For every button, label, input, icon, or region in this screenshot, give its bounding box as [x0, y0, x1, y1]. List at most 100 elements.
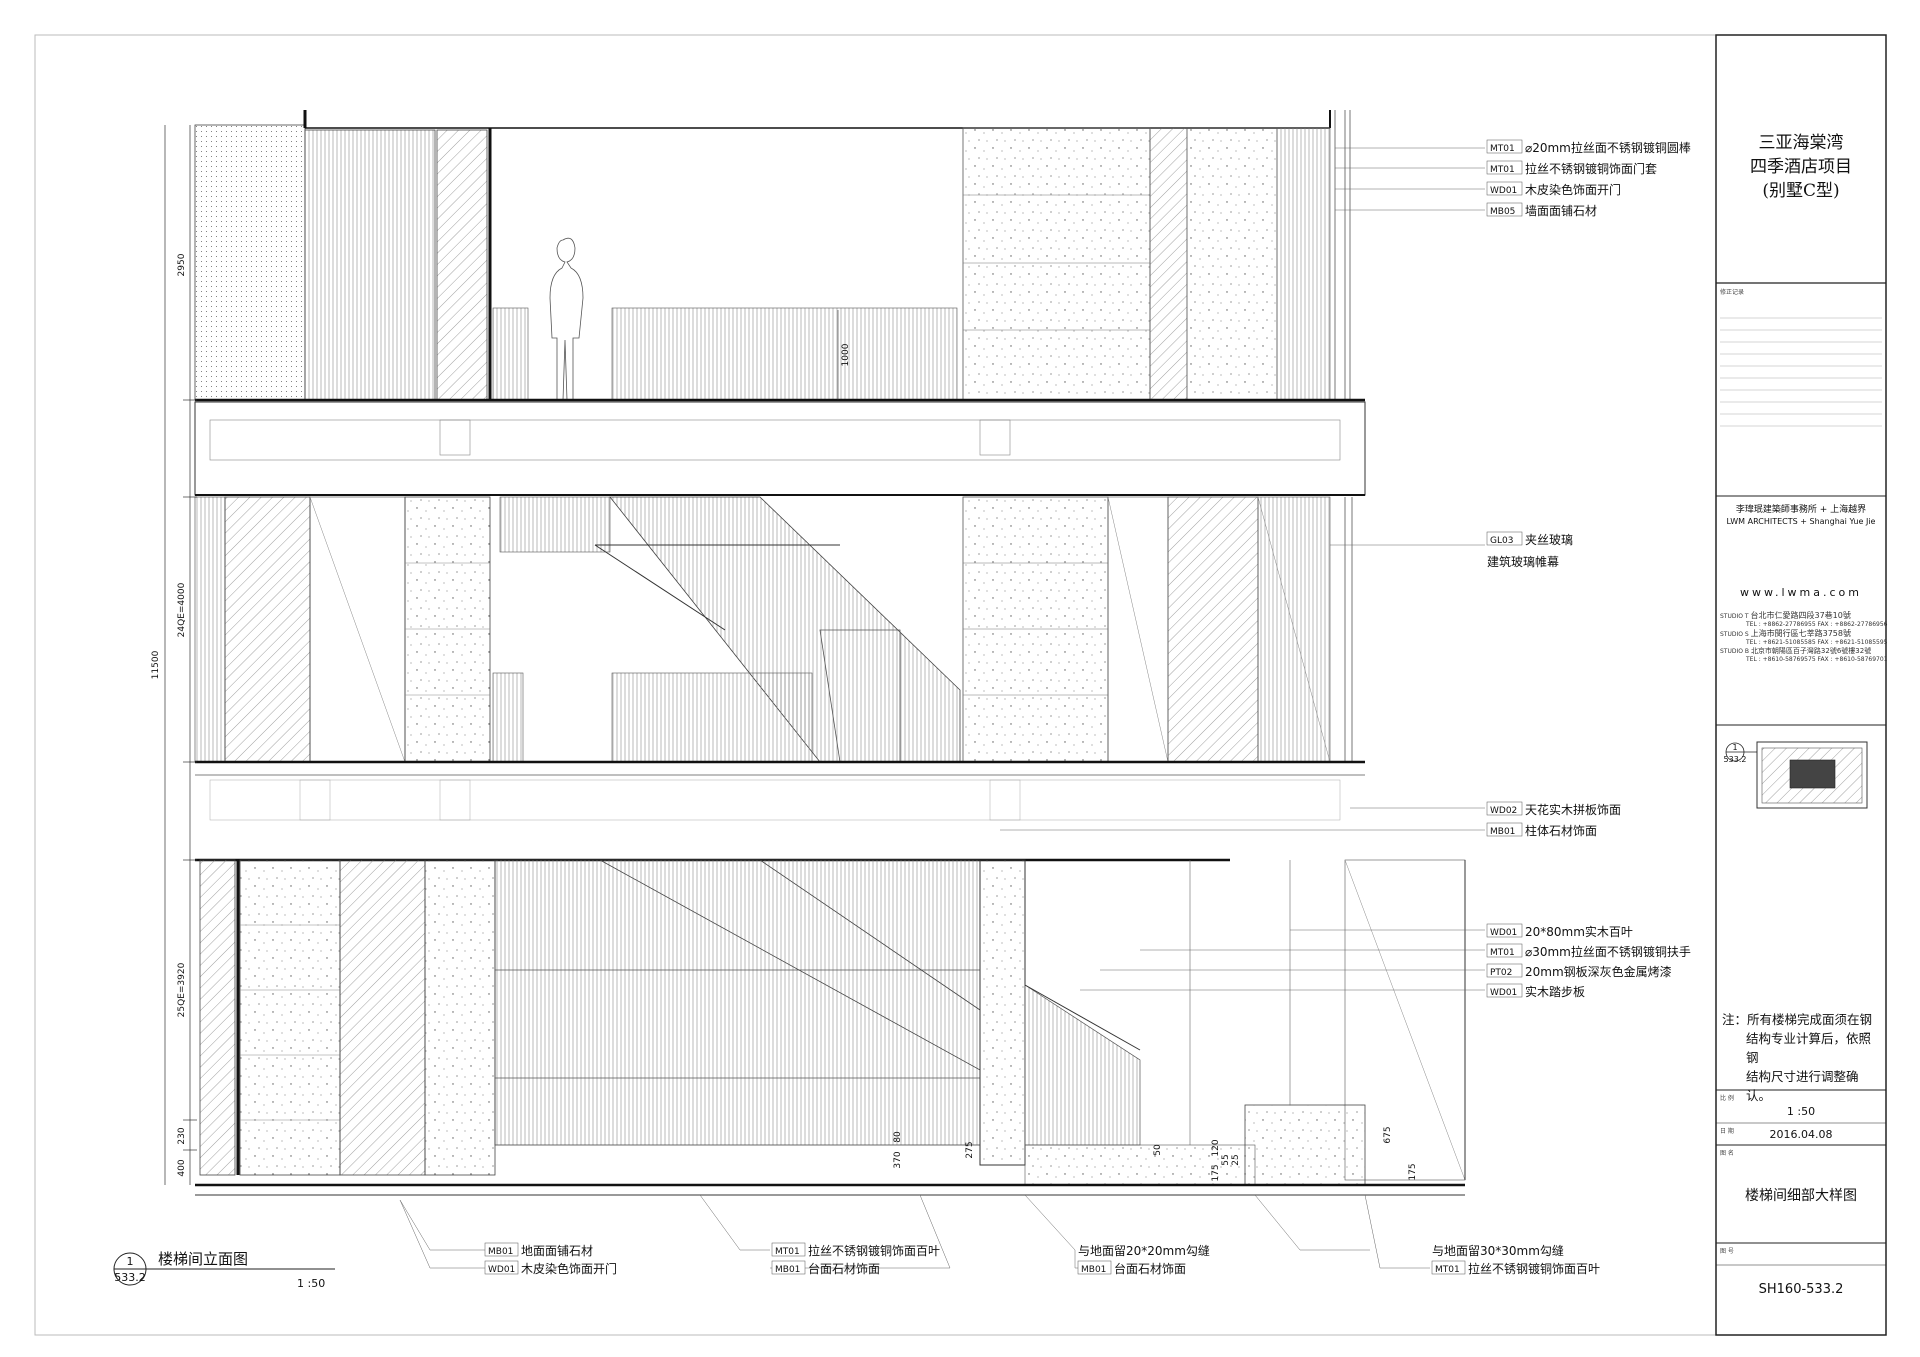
- dim-50: 50: [1153, 1144, 1163, 1156]
- drawing-name-label: 图 名: [1720, 1150, 1734, 1157]
- project-line-2: 四季酒店项目: [1750, 157, 1852, 177]
- callout-item: WD02 天花实木拼板饰面: [1486, 801, 1621, 817]
- lower-level: [199, 859, 1466, 1186]
- upper-level: [194, 110, 1351, 401]
- callout-item: MT01 拉丝不锈钢镀铜饰面百叶: [1431, 1260, 1600, 1276]
- revision-label: 修正记录: [1720, 289, 1745, 296]
- callout-item: WD01 20*80mm实木百叶: [1486, 923, 1633, 939]
- callout-text: 木皮染色饰面开门: [521, 1261, 617, 1276]
- floor-slab-upper: [194, 398, 1366, 496]
- structural-note: 注：所有楼梯完成面须在钢 结构专业计算后，依照钢 结构尺寸进行调整确认。: [1722, 1010, 1880, 1105]
- view-title-block: 1 533.2 楼梯间立面图 1 :50: [113, 1250, 335, 1290]
- callout-text: ⌀30mm拉丝面不锈钢镀铜扶手: [1525, 944, 1691, 959]
- drawing-number-label: 图 号: [1720, 1248, 1734, 1255]
- dim-total: 11500: [151, 650, 161, 679]
- callout-text: 拉丝不锈钢镀铜饰面百叶: [1468, 1261, 1600, 1276]
- callout-code: MT01: [1490, 165, 1515, 175]
- callout-item: MT01 拉丝不锈钢镀铜饰面百叶: [771, 1242, 940, 1258]
- callout-text: ⌀20mm拉丝面不锈钢镀铜圆棒: [1525, 140, 1691, 155]
- note-line-1: 注：所有楼梯完成面须在钢: [1722, 1012, 1873, 1027]
- callout-item: 建筑玻璃帷幕: [1487, 554, 1559, 569]
- callout-code: MB01: [1490, 827, 1515, 837]
- callouts-right: [1000, 147, 1485, 991]
- callout-text: 建筑玻璃帷幕: [1487, 554, 1559, 569]
- firm-name: 李瑋珉建築師事務所 + 上海越界 LWM ARCHITECTS + Shangh…: [1716, 504, 1886, 528]
- dim-400: 400: [177, 1159, 187, 1176]
- callout-text: 20*80mm实木百叶: [1525, 924, 1633, 939]
- callout-code: WD01: [488, 1265, 515, 1275]
- project-name: 三亚海棠湾 四季酒店项目 (别墅C型): [1716, 131, 1886, 203]
- callout-code: WD01: [1490, 928, 1517, 938]
- callout-text: 天花实木拼板饰面: [1525, 802, 1621, 817]
- date-value: 2016.04.08: [1769, 1128, 1833, 1141]
- view-scale: 1 :50: [297, 1277, 325, 1290]
- revision-lines: [1720, 317, 1882, 427]
- scale-label: 比 例: [1720, 1095, 1734, 1102]
- dim-230: 230: [177, 1127, 187, 1144]
- callout-item: WD01 木皮染色饰面开门: [1486, 181, 1621, 197]
- callout-texts-bottom: MB01 地面面铺石材 WD01 木皮染色饰面开门 MT01 拉丝不锈钢镀铜饰面…: [484, 1242, 1600, 1276]
- callout-text: 柱体石材饰面: [1525, 823, 1597, 838]
- callout-item: PT02 20mm钢板深灰色金属烤漆: [1486, 963, 1672, 979]
- dim-middle: 24QE=4000: [177, 582, 187, 637]
- title-block-frame: [1715, 34, 1887, 1336]
- callout-code: PT02: [1490, 968, 1512, 978]
- callout-text: 墙面面铺石材: [1525, 204, 1597, 218]
- drawing-number: SH160-533.2: [1758, 1282, 1844, 1297]
- callout-item: MT01 ⌀20mm拉丝面不锈钢镀铜圆棒: [1486, 139, 1691, 155]
- studio-list: STUDIO T 台北市仁愛路四段37巷10號 TEL : +8862-2778…: [1720, 610, 1890, 663]
- drawing-name: 楼梯间细部大样图: [1745, 1188, 1857, 1204]
- studio-b-label: STUDIO B: [1720, 648, 1750, 655]
- callout-text: 20mm钢板深灰色金属烤漆: [1525, 964, 1672, 979]
- date-label: 日 期: [1720, 1128, 1734, 1135]
- callout-texts-right: MT01 ⌀20mm拉丝面不锈钢镀铜圆棒 MT01 拉丝不锈钢镀铜饰面门套 WD…: [1486, 139, 1691, 999]
- callout-text: 台面石材饰面: [808, 1261, 880, 1276]
- callout-item: MB01 柱体石材饰面: [1486, 822, 1597, 838]
- dim-275: 275: [965, 1141, 975, 1158]
- firm-name-en: LWM ARCHITECTS + Shanghai Yue Jie: [1726, 517, 1876, 526]
- callout-text: 夹丝玻璃: [1525, 533, 1573, 547]
- dim-675: 675: [1383, 1126, 1393, 1143]
- callout-code: MB01: [1081, 1265, 1106, 1275]
- callout-item: MB01 台面石材饰面: [1077, 1260, 1186, 1276]
- note-line-2: 结构专业计算后，依照钢: [1746, 1031, 1872, 1065]
- dim-120: 120: [1211, 1139, 1221, 1156]
- view-sheet-ref: 533.2: [114, 1271, 146, 1284]
- firm-name-cn: 李瑋珉建築師事務所 + 上海越界: [1735, 505, 1867, 515]
- callout-text: 与地面留20*20mm勾缝: [1078, 1243, 1210, 1258]
- callout-code: WD01: [1490, 988, 1517, 998]
- dim-upper: 2950: [177, 253, 187, 276]
- callout-text: 实木踏步板: [1525, 984, 1585, 999]
- callout-item: MB05 墙面面铺石材: [1486, 202, 1597, 218]
- dim-80: 80: [893, 1131, 903, 1143]
- project-line-3: (别墅C型): [1762, 181, 1840, 201]
- middle-level: [194, 496, 1353, 763]
- callout-code: MT01: [1435, 1265, 1460, 1275]
- studio-t-address: 台北市仁愛路四段37巷10號: [1750, 611, 1851, 620]
- project-line-1: 三亚海棠湾: [1758, 133, 1844, 153]
- studio-s-label: STUDIO S: [1720, 631, 1749, 638]
- callout-item: WD01 实木踏步板: [1486, 983, 1585, 999]
- view-number: 1: [127, 1255, 134, 1268]
- callout-item: 与地面留20*20mm勾缝: [1078, 1243, 1210, 1258]
- dim-55: 55: [1221, 1154, 1231, 1165]
- studio-s-address: 上海市閔行區七莘路3758號: [1750, 629, 1851, 638]
- key-plan: 1 533.2: [1724, 741, 1868, 809]
- floor-slab-middle: [195, 760, 1365, 862]
- key-ref-sheet: 533.2: [1724, 755, 1747, 764]
- scale-value: 1 :50: [1786, 1105, 1816, 1118]
- callout-item: GL03 夹丝玻璃: [1486, 531, 1573, 547]
- dim-lower: 25QE=3920: [177, 962, 187, 1017]
- callout-item: MB01 地面面铺石材: [484, 1242, 593, 1258]
- callout-code: WD01: [1490, 186, 1517, 196]
- title-block: 三亚海棠湾 四季酒店项目 (别墅C型) 修正记录 李瑋珉建築師事務所 + 上海越…: [1716, 35, 1888, 1335]
- callout-text: 与地面留30*30mm勾缝: [1432, 1243, 1564, 1258]
- callout-code: WD02: [1490, 806, 1517, 816]
- callout-text: 木皮染色饰面开门: [1525, 182, 1621, 197]
- dim-rail: 1000: [841, 343, 851, 366]
- dim-25: 25: [1231, 1154, 1241, 1165]
- dimension-lines: [164, 125, 839, 1185]
- callout-item: MT01 ⌀30mm拉丝面不锈钢镀铜扶手: [1486, 943, 1691, 959]
- studio-s-tel: TEL : +8621-51085585 FAX : +8621-5108559…: [1746, 639, 1888, 646]
- callout-text: 台面石材饰面: [1114, 1261, 1186, 1276]
